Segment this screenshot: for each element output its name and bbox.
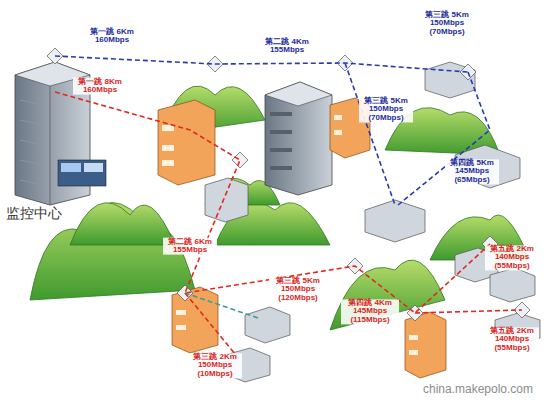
- hop-label: 第三跳 5Km 150Mbps (120Mbps): [269, 277, 327, 302]
- hop-label: 第三跳 2Km 150Mbps (10Mbps): [188, 353, 242, 378]
- hop-label: 第三跳 5Km 150Mbps (70Mbps): [359, 97, 413, 122]
- hop-label: 第二跳 6Km 155Mbps: [163, 238, 217, 255]
- hop-label: 第五跳 2Km 140Mbps (55Mbps): [485, 245, 539, 270]
- monitoring-center: 监控中心: [6, 205, 62, 223]
- watermark: china.makepolo.com: [422, 383, 534, 396]
- hop-label: 第三跳 5Km 150Mbps (70Mbps): [420, 11, 474, 36]
- hop-label: 第五跳 2Km 140Mbps (55Mbps): [485, 327, 539, 352]
- hop-label: 第一跳 6Km 160Mbps: [85, 28, 139, 45]
- hop-label: 第四跳 4Km 145Mbps (115Mbps): [341, 299, 399, 324]
- hop-label: 第二跳 4Km 155Mbps: [260, 38, 314, 55]
- hop-label: 第一跳 8Km 160Mbps: [73, 78, 127, 95]
- node-title: 监控中心: [6, 205, 62, 223]
- hop-label: 第四跳 5Km 145Mbps (65Mbps): [445, 159, 499, 184]
